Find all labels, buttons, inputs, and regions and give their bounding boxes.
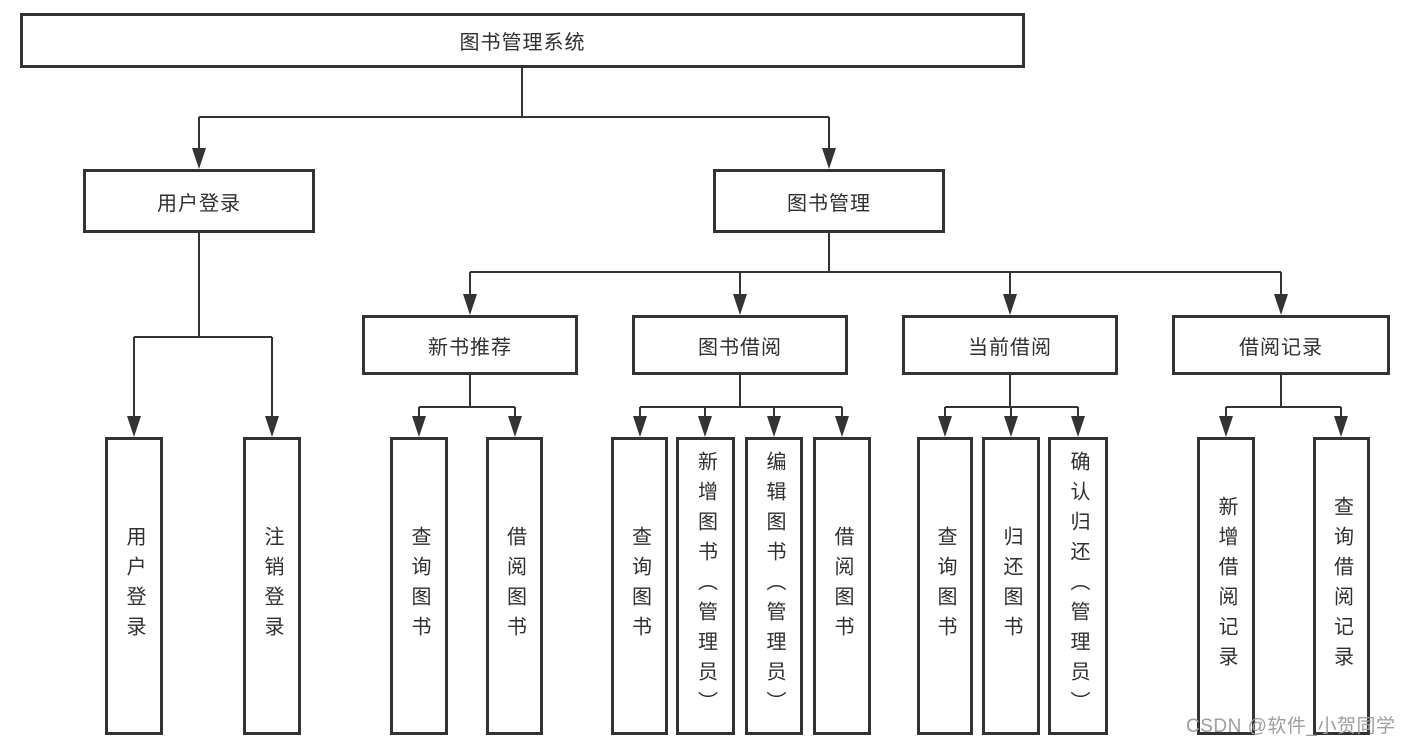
arrowhead	[938, 416, 1085, 437]
leaf-current-return-books: 归还图书	[982, 437, 1040, 735]
connector-lines	[198, 68, 830, 152]
arrowhead	[633, 416, 849, 437]
connector-lines	[133, 233, 273, 420]
connector-lines	[469, 233, 1282, 298]
connector-book-borrow-to-children	[633, 375, 849, 437]
leaf-current-query-books: 查询图书	[917, 437, 973, 735]
node-book-management-module: 图书管理	[713, 169, 945, 233]
leaf-borrow-add-books-admin: 新增图书（管理员）	[676, 437, 735, 735]
connector-lines	[639, 375, 843, 420]
arrowhead	[412, 416, 522, 437]
connector-borrow-records-to-children	[1219, 375, 1348, 437]
connector-current-borrow-to-children	[938, 375, 1085, 437]
node-root-system: 图书管理系统	[20, 13, 1025, 68]
leaf-borrow-borrow-books: 借阅图书	[813, 437, 871, 735]
leaf-records-query-record: 查询借阅记录	[1313, 437, 1370, 735]
node-new-book-recommend: 新书推荐	[362, 315, 578, 375]
connector-new-book-to-children	[412, 375, 522, 437]
connector-lines	[944, 375, 1079, 420]
node-book-borrow: 图书借阅	[632, 315, 848, 375]
connector-lines	[418, 375, 516, 420]
arrowhead	[192, 148, 836, 169]
arrowhead	[463, 294, 1288, 315]
connector-user-login-to-children	[127, 233, 279, 437]
csdn-watermark: CSDN @软件_小贺同学	[1186, 716, 1396, 737]
connector-root-to-level2	[192, 68, 836, 169]
leaf-new-book-query-books: 查询图书	[390, 437, 448, 735]
leaf-borrow-edit-books-admin: 编辑图书（管理员）	[745, 437, 803, 735]
leaf-new-book-borrow-books: 借阅图书	[486, 437, 543, 735]
leaf-user-login: 用户登录	[105, 437, 163, 735]
leaf-current-confirm-return-admin: 确认归还（管理员）	[1048, 437, 1108, 735]
arrowhead	[127, 416, 279, 437]
node-current-borrow: 当前借阅	[902, 315, 1118, 375]
node-borrow-records: 借阅记录	[1172, 315, 1390, 375]
leaf-borrow-query-books: 查询图书	[611, 437, 668, 735]
connector-lines	[1225, 375, 1342, 420]
connector-book-management-to-children	[463, 233, 1288, 315]
node-user-login-module: 用户登录	[83, 169, 315, 233]
leaf-records-add-record: 新增借阅记录	[1197, 437, 1255, 735]
leaf-logout: 注销登录	[243, 437, 301, 735]
arrowhead	[1219, 416, 1348, 437]
